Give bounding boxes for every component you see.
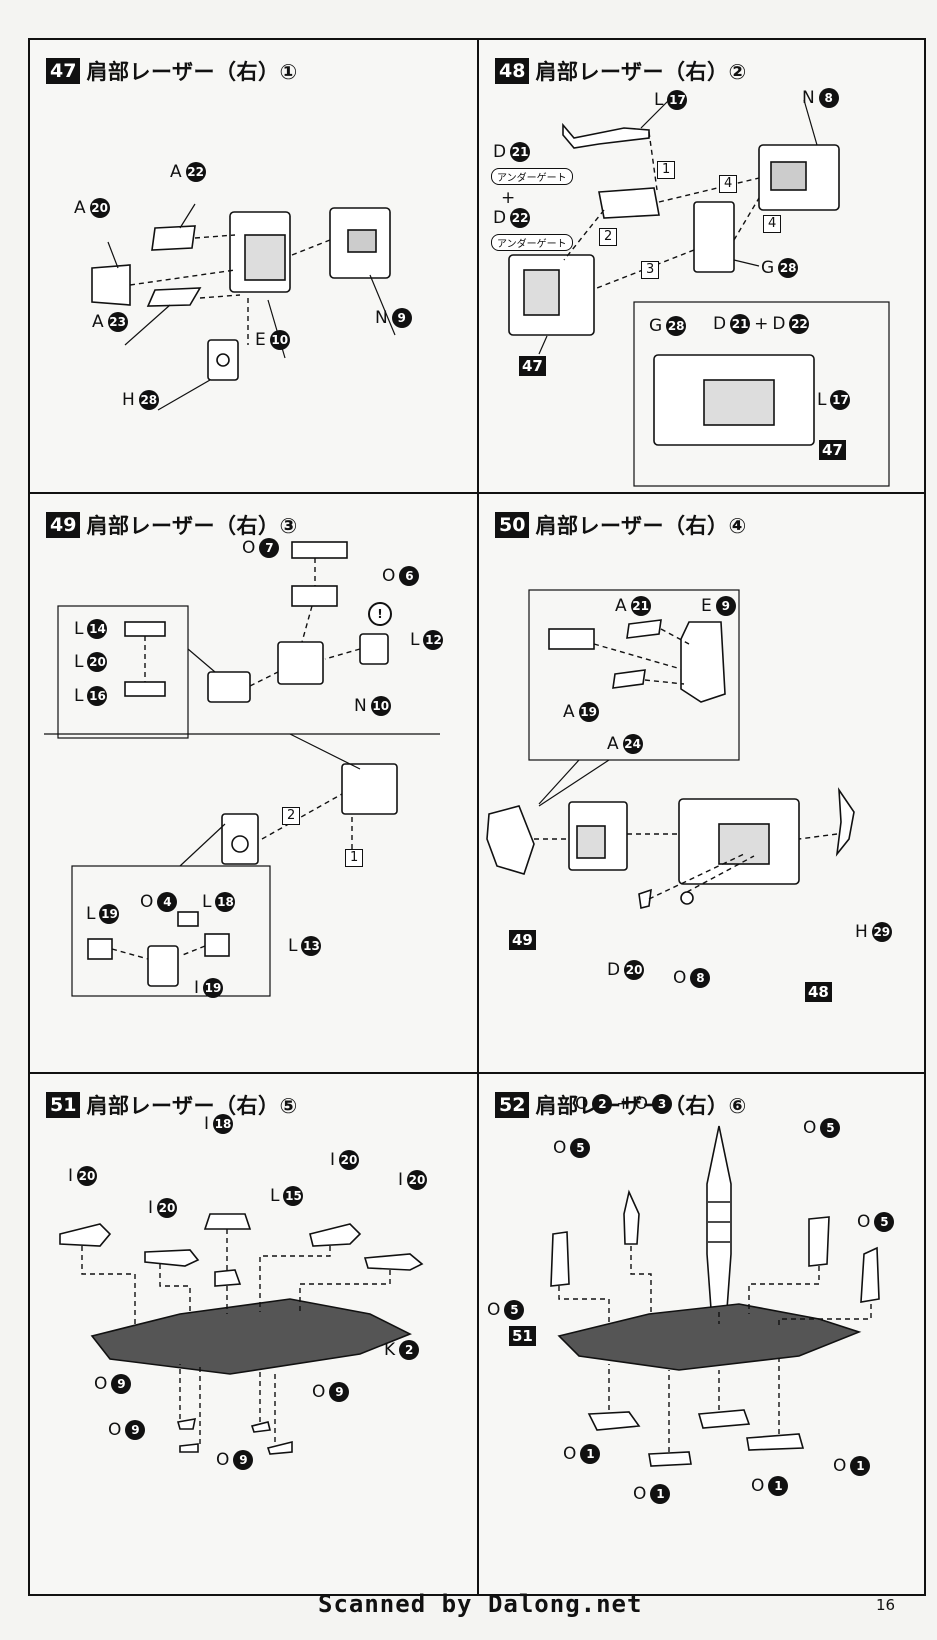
parts-illustration bbox=[486, 589, 855, 909]
step-marker-4: 4 bbox=[719, 172, 738, 193]
parts-illustration bbox=[550, 1125, 880, 1467]
parts-illustration bbox=[59, 1213, 424, 1455]
parts-illustration bbox=[508, 99, 890, 487]
parts-illustration bbox=[44, 541, 440, 997]
divider-row1 bbox=[28, 492, 924, 494]
parts-illustration bbox=[91, 203, 396, 411]
step-marker-1: 1 bbox=[657, 158, 676, 179]
gate-tag: アンダーゲート bbox=[491, 166, 573, 185]
plus-sign: + bbox=[501, 188, 516, 208]
step-title: 肩部レーザー（右）④ bbox=[535, 514, 747, 538]
assembly-ref-51: 51 bbox=[509, 1326, 536, 1346]
gate-tag: アンダーゲート bbox=[491, 232, 573, 251]
divider-vertical bbox=[477, 38, 479, 1594]
scan-credit: Scanned by Dalong.net bbox=[318, 1590, 643, 1618]
assembly-ref-49: 49 bbox=[509, 930, 536, 950]
step-title: 肩部レーザー（右）③ bbox=[86, 514, 298, 538]
warning-icon: ! bbox=[368, 602, 392, 626]
assembly-ref-47: 47 bbox=[519, 356, 546, 376]
step-title: 肩部レーザー（右）⑥ bbox=[535, 1094, 747, 1118]
step-number: 49 bbox=[46, 512, 81, 538]
step-number: 52 bbox=[495, 1092, 530, 1118]
step-number: 48 bbox=[495, 58, 530, 84]
step-number: 50 bbox=[495, 512, 530, 538]
step-marker-4: 4 bbox=[763, 212, 782, 233]
assembly-ref-48: 48 bbox=[805, 982, 832, 1002]
inset-ref-47: 47 bbox=[819, 440, 846, 460]
step-title: 肩部レーザー（右）⑤ bbox=[86, 1094, 298, 1118]
page-number: 16 bbox=[876, 1596, 896, 1614]
step-title: 肩部レーザー（右）① bbox=[86, 60, 298, 84]
step-title: 肩部レーザー（右）② bbox=[535, 60, 747, 84]
step-number: 47 bbox=[46, 58, 81, 84]
divider-row2 bbox=[28, 1072, 924, 1074]
step-marker-3: 3 bbox=[641, 258, 660, 279]
step-marker-1: 1 bbox=[345, 846, 364, 867]
step-marker-2: 2 bbox=[282, 804, 301, 825]
step-number: 51 bbox=[46, 1092, 81, 1118]
step-marker-2: 2 bbox=[599, 225, 618, 246]
